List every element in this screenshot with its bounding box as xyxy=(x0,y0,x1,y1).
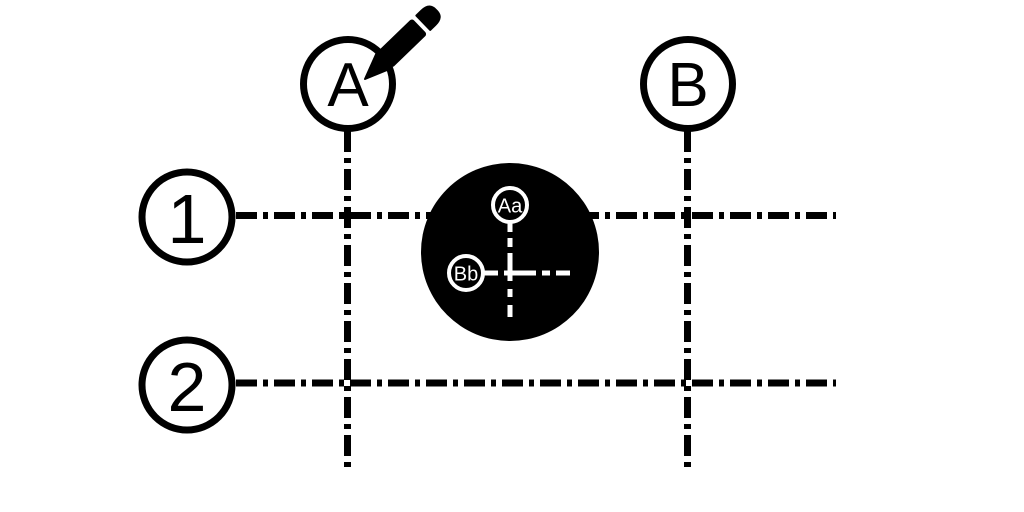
detail-callout-bb-label: Bb xyxy=(454,264,478,286)
row-bubble-2-label: 2 xyxy=(168,348,207,426)
row-bubble-1-label: 1 xyxy=(168,180,207,258)
detail-disc xyxy=(421,163,599,341)
detail-callout-bb-ring xyxy=(447,254,485,292)
detail-callout-bb: Bb xyxy=(447,254,485,292)
column-bubble-a-label: A xyxy=(327,51,369,120)
column-bubble-b-label: B xyxy=(667,51,708,120)
pencil-cap xyxy=(415,5,441,31)
pencil-tip xyxy=(364,53,391,80)
pencil-icon xyxy=(364,5,441,80)
column-bubble-b: B xyxy=(640,36,736,132)
detail-callout-aa-ring xyxy=(491,186,529,224)
detail-view: Aa Bb xyxy=(421,163,599,341)
row-bubble-1: 1 xyxy=(138,168,236,266)
detail-callout-aa: Aa xyxy=(491,186,529,224)
row-bubble-2-ring xyxy=(138,336,236,434)
column-bubble-a-ring xyxy=(300,36,396,132)
row-bubble-1-ring xyxy=(138,168,236,266)
column-bubble-b-ring xyxy=(640,36,736,132)
pencil-body xyxy=(378,19,427,67)
detail-callout-aa-label: Aa xyxy=(498,196,523,218)
column-bubble-a: A xyxy=(300,36,396,132)
row-bubble-2: 2 xyxy=(138,336,236,434)
